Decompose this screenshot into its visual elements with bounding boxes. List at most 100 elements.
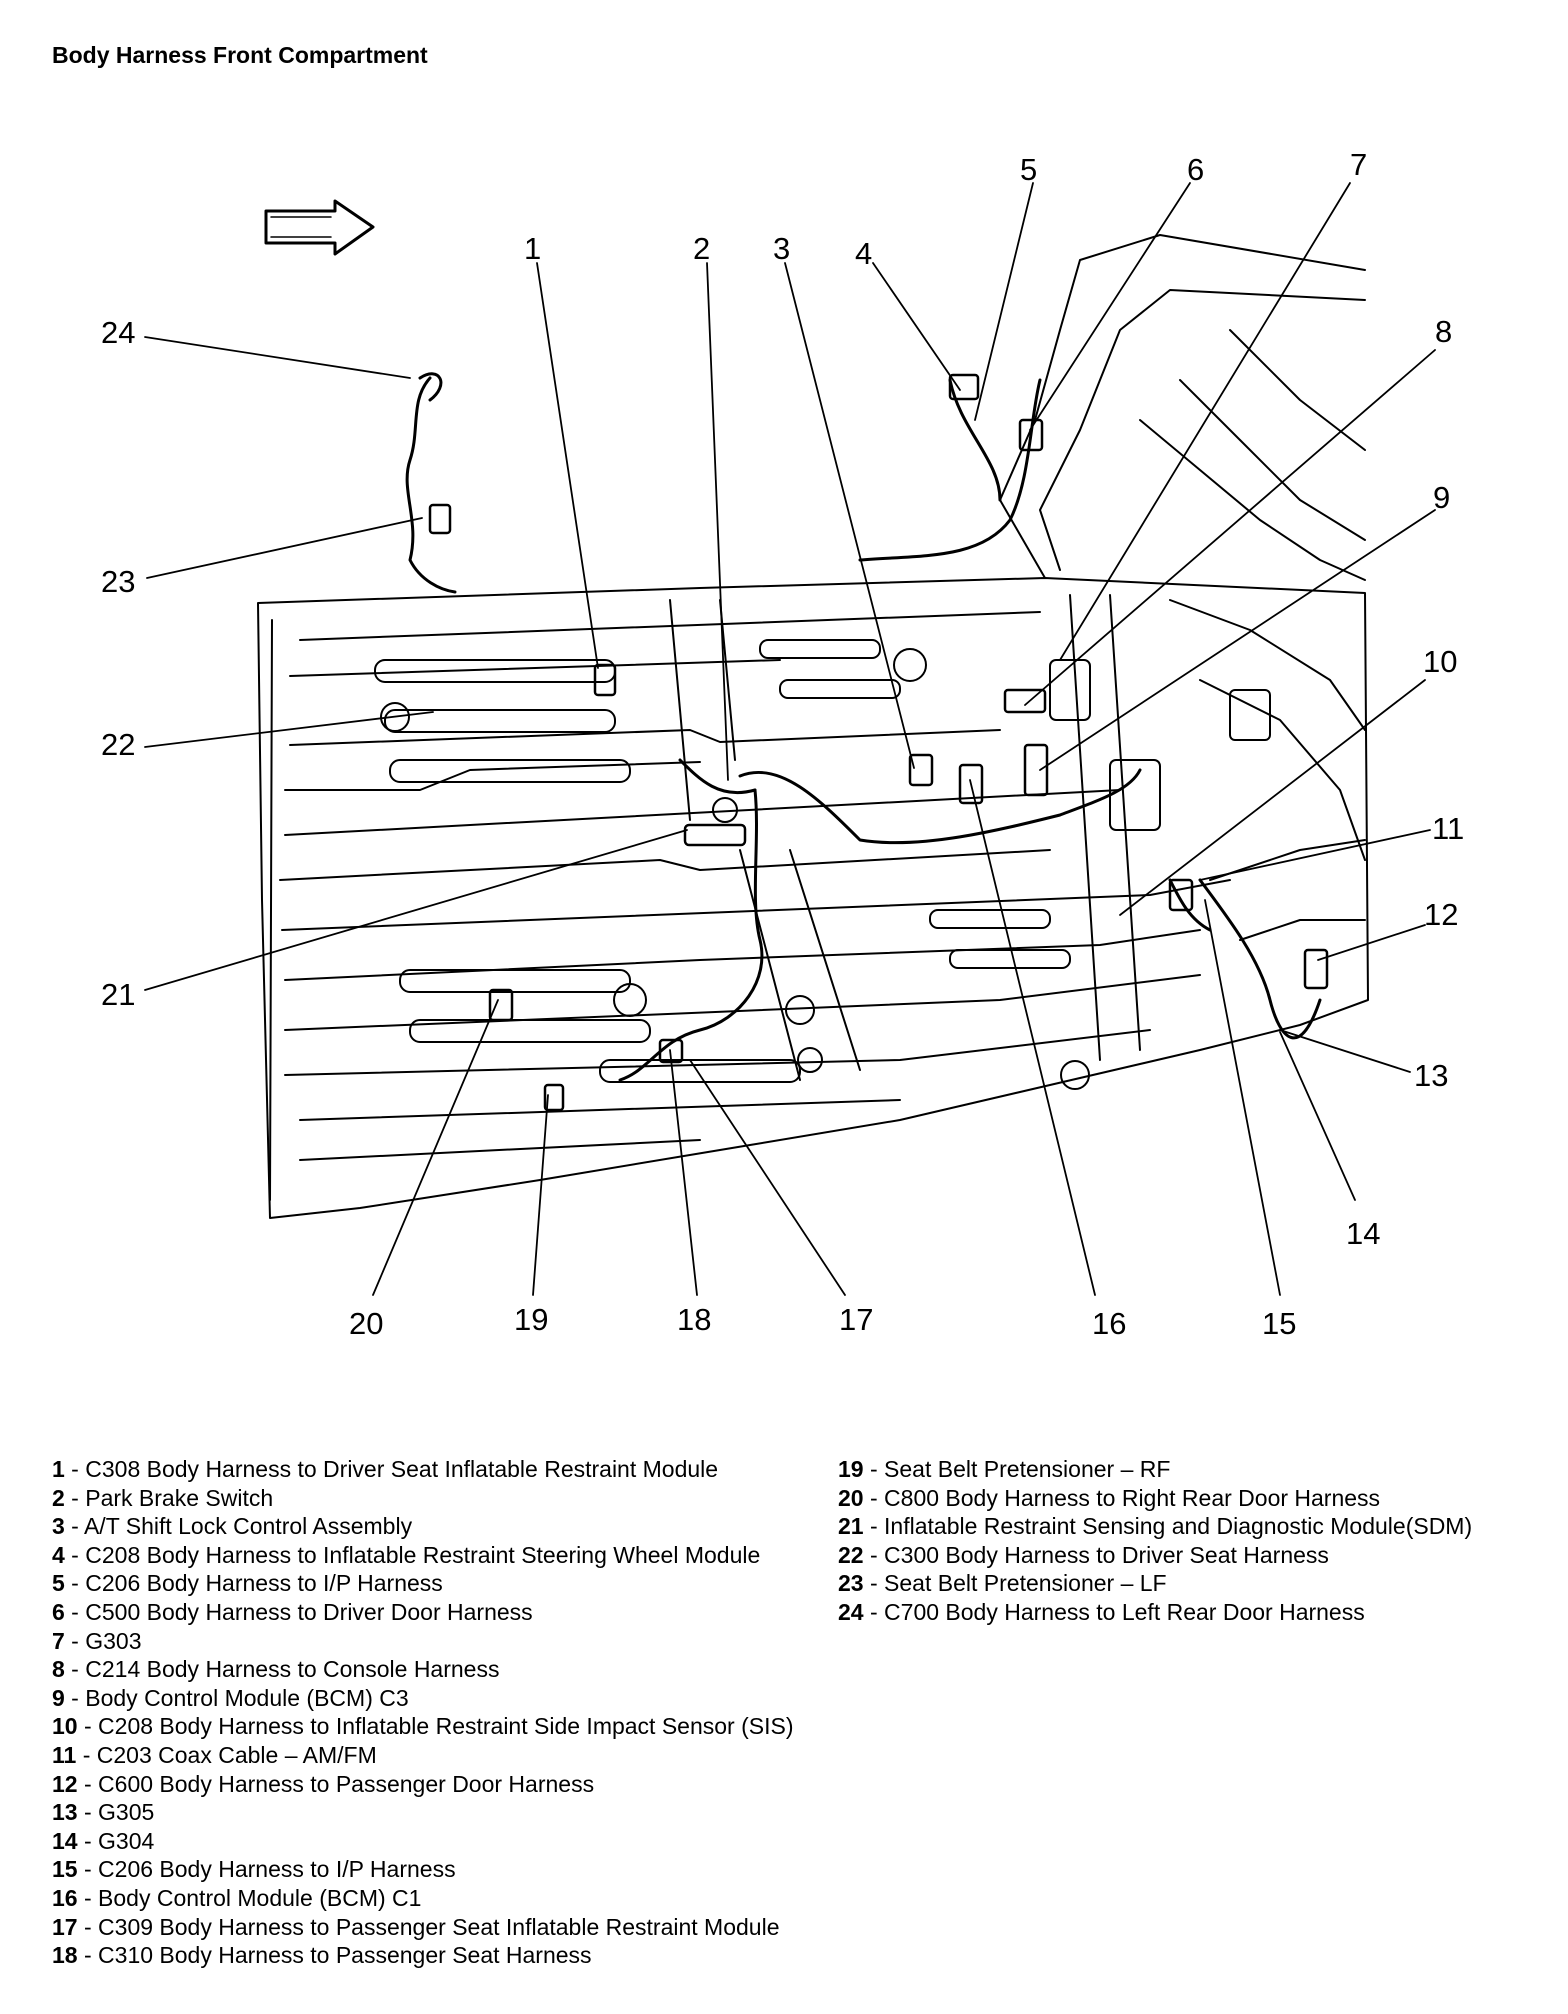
legend-item-text: Park Brake Switch bbox=[85, 1484, 274, 1511]
legend-item-number: 10 bbox=[52, 1713, 78, 1740]
legend-item: 17 - C309 Body Harness to Passenger Seat… bbox=[52, 1913, 794, 1942]
legend-item: 24 - C700 Body Harness to Left Rear Door… bbox=[838, 1598, 1472, 1627]
legend-item-text: C208 Body Harness to Inflatable Restrain… bbox=[98, 1713, 794, 1740]
legend-item-text: Body Control Module (BCM) C1 bbox=[98, 1884, 422, 1911]
callout-10: 10 bbox=[1423, 644, 1457, 679]
legend-item: 16 - Body Control Module (BCM) C1 bbox=[52, 1884, 794, 1913]
callout-13: 13 bbox=[1414, 1058, 1448, 1093]
legend-item-number: 3 bbox=[52, 1513, 65, 1540]
legend-item: 15 - C206 Body Harness to I/P Harness bbox=[52, 1855, 794, 1884]
legend-item-number: 21 bbox=[838, 1513, 864, 1540]
legend-item: 22 - C300 Body Harness to Driver Seat Ha… bbox=[838, 1541, 1472, 1570]
legend-item-separator: - bbox=[76, 1741, 97, 1768]
legend-item: 10 - C208 Body Harness to Inflatable Res… bbox=[52, 1712, 794, 1741]
callout-11: 11 bbox=[1432, 811, 1464, 846]
legend-item-separator: - bbox=[64, 1541, 86, 1568]
legend-item: 6 - C500 Body Harness to Driver Door Har… bbox=[52, 1598, 794, 1627]
legend-item-text: C600 Body Harness to Passenger Door Harn… bbox=[98, 1770, 595, 1797]
legend-item-number: 23 bbox=[838, 1570, 864, 1597]
callout-17: 17 bbox=[839, 1302, 873, 1337]
legend-item-separator: - bbox=[77, 1913, 99, 1940]
legend-item: 14 - G304 bbox=[52, 1827, 794, 1856]
legend-item-text: C300 Body Harness to Driver Seat Harness bbox=[884, 1541, 1329, 1568]
legend-item-separator: - bbox=[64, 1570, 86, 1597]
legend-item-number: 12 bbox=[52, 1770, 78, 1797]
legend-item-text: C800 Body Harness to Right Rear Door Har… bbox=[884, 1484, 1381, 1511]
legend-item-text: G303 bbox=[85, 1627, 142, 1654]
legend-item-separator: - bbox=[77, 1799, 99, 1826]
legend-item-separator: - bbox=[64, 1484, 86, 1511]
callout-20: 20 bbox=[349, 1306, 383, 1341]
legend-item-number: 15 bbox=[52, 1856, 78, 1883]
legend-item-text: C206 Body Harness to I/P Harness bbox=[98, 1856, 456, 1883]
callout-numbers: 1 2 3 4 5 6 7 8 9 10 11 12 13 14 15 16 1… bbox=[101, 147, 1464, 1341]
legend-item-text: Inflatable Restraint Sensing and Diagnos… bbox=[884, 1513, 1473, 1540]
legend-item-text: G304 bbox=[98, 1827, 155, 1854]
callout-21: 21 bbox=[101, 977, 135, 1012]
legend-column-left: 1 - C308 Body Harness to Driver Seat Inf… bbox=[52, 1455, 794, 1970]
legend-item-separator: - bbox=[64, 1598, 86, 1625]
legend-item-text: C203 Coax Cable – AM/FM bbox=[96, 1741, 377, 1768]
legend-item-number: 20 bbox=[838, 1484, 864, 1511]
legend-item-text: C309 Body Harness to Passenger Seat Infl… bbox=[98, 1913, 780, 1940]
legend-item-text: Seat Belt Pretensioner – RF bbox=[884, 1456, 1171, 1482]
legend-item-separator: - bbox=[77, 1884, 99, 1911]
legend-item-separator: - bbox=[863, 1484, 885, 1511]
legend-item-separator: - bbox=[77, 1713, 99, 1740]
legend-item-number: 6 bbox=[52, 1598, 65, 1625]
callout-3: 3 bbox=[773, 231, 790, 266]
legend-item-number: 2 bbox=[52, 1484, 65, 1511]
legend-item-separator: - bbox=[863, 1598, 885, 1625]
callout-8: 8 bbox=[1435, 314, 1452, 349]
legend-item-number: 19 bbox=[838, 1456, 864, 1482]
legend-item-separator: - bbox=[77, 1856, 99, 1883]
callout-1: 1 bbox=[524, 231, 541, 266]
callout-24: 24 bbox=[101, 315, 135, 350]
legend-item: 19 - Seat Belt Pretensioner – RF bbox=[838, 1455, 1472, 1484]
legend-item-separator: - bbox=[863, 1570, 885, 1597]
legend-item-number: 4 bbox=[52, 1541, 65, 1568]
callout-6: 6 bbox=[1187, 152, 1204, 187]
legend-item: 20 - C800 Body Harness to Right Rear Doo… bbox=[838, 1484, 1472, 1513]
connectors bbox=[428, 373, 1329, 1112]
floor-pan-drawing bbox=[257, 577, 1369, 1219]
legend-item-number: 13 bbox=[52, 1799, 78, 1826]
legend-item-text: Seat Belt Pretensioner – LF bbox=[884, 1570, 1167, 1597]
legend-item: 21 - Inflatable Restraint Sensing and Di… bbox=[838, 1512, 1472, 1541]
legend-item: 3 - A/T Shift Lock Control Assembly bbox=[52, 1512, 794, 1541]
legend-item-separator: - bbox=[64, 1627, 86, 1654]
legend-item-number: 8 bbox=[52, 1656, 65, 1683]
legend-item: 1 - C308 Body Harness to Driver Seat Inf… bbox=[52, 1455, 794, 1484]
legend-item-separator: - bbox=[77, 1827, 99, 1854]
legend-item: 2 - Park Brake Switch bbox=[52, 1484, 794, 1513]
callout-23: 23 bbox=[101, 564, 135, 599]
legend-item: 12 - C600 Body Harness to Passenger Door… bbox=[52, 1770, 794, 1799]
legend-item-number: 11 bbox=[52, 1741, 77, 1768]
page-title: Body Harness Front Compartment bbox=[52, 42, 428, 68]
legend-item-separator: - bbox=[64, 1656, 86, 1683]
legend-item-number: 22 bbox=[838, 1541, 864, 1568]
callout-22: 22 bbox=[101, 727, 135, 762]
legend-item-number: 7 bbox=[52, 1627, 65, 1654]
leader-lines bbox=[144, 182, 1436, 1296]
callout-14: 14 bbox=[1346, 1216, 1380, 1251]
legend-item-text: Body Control Module (BCM) C3 bbox=[85, 1684, 409, 1711]
legend-item-number: 24 bbox=[838, 1598, 864, 1625]
legend-item: 18 - C310 Body Harness to Passenger Seat… bbox=[52, 1941, 794, 1970]
legend-item-separator: - bbox=[64, 1513, 84, 1540]
legend-item-text: C700 Body Harness to Left Rear Door Harn… bbox=[884, 1598, 1365, 1625]
pillar-structure-drawing bbox=[999, 234, 1366, 941]
harness-wiring bbox=[405, 372, 1322, 1082]
callout-7: 7 bbox=[1350, 147, 1367, 182]
legend-item: 23 - Seat Belt Pretensioner – LF bbox=[838, 1569, 1472, 1598]
legend-item-number: 17 bbox=[52, 1913, 78, 1940]
legend-item-text: C206 Body Harness to I/P Harness bbox=[85, 1570, 443, 1597]
legend-item-separator: - bbox=[64, 1684, 86, 1711]
legend-item: 8 - C214 Body Harness to Console Harness bbox=[52, 1655, 794, 1684]
harness-diagram: 1 2 3 4 5 6 7 8 9 10 11 12 13 14 15 16 1… bbox=[101, 147, 1464, 1341]
legend-item: 5 - C206 Body Harness to I/P Harness bbox=[52, 1569, 794, 1598]
callout-19: 19 bbox=[514, 1302, 548, 1337]
legend-item: 7 - G303 bbox=[52, 1627, 794, 1656]
legend-item-separator: - bbox=[863, 1456, 885, 1482]
callout-5: 5 bbox=[1020, 152, 1037, 187]
